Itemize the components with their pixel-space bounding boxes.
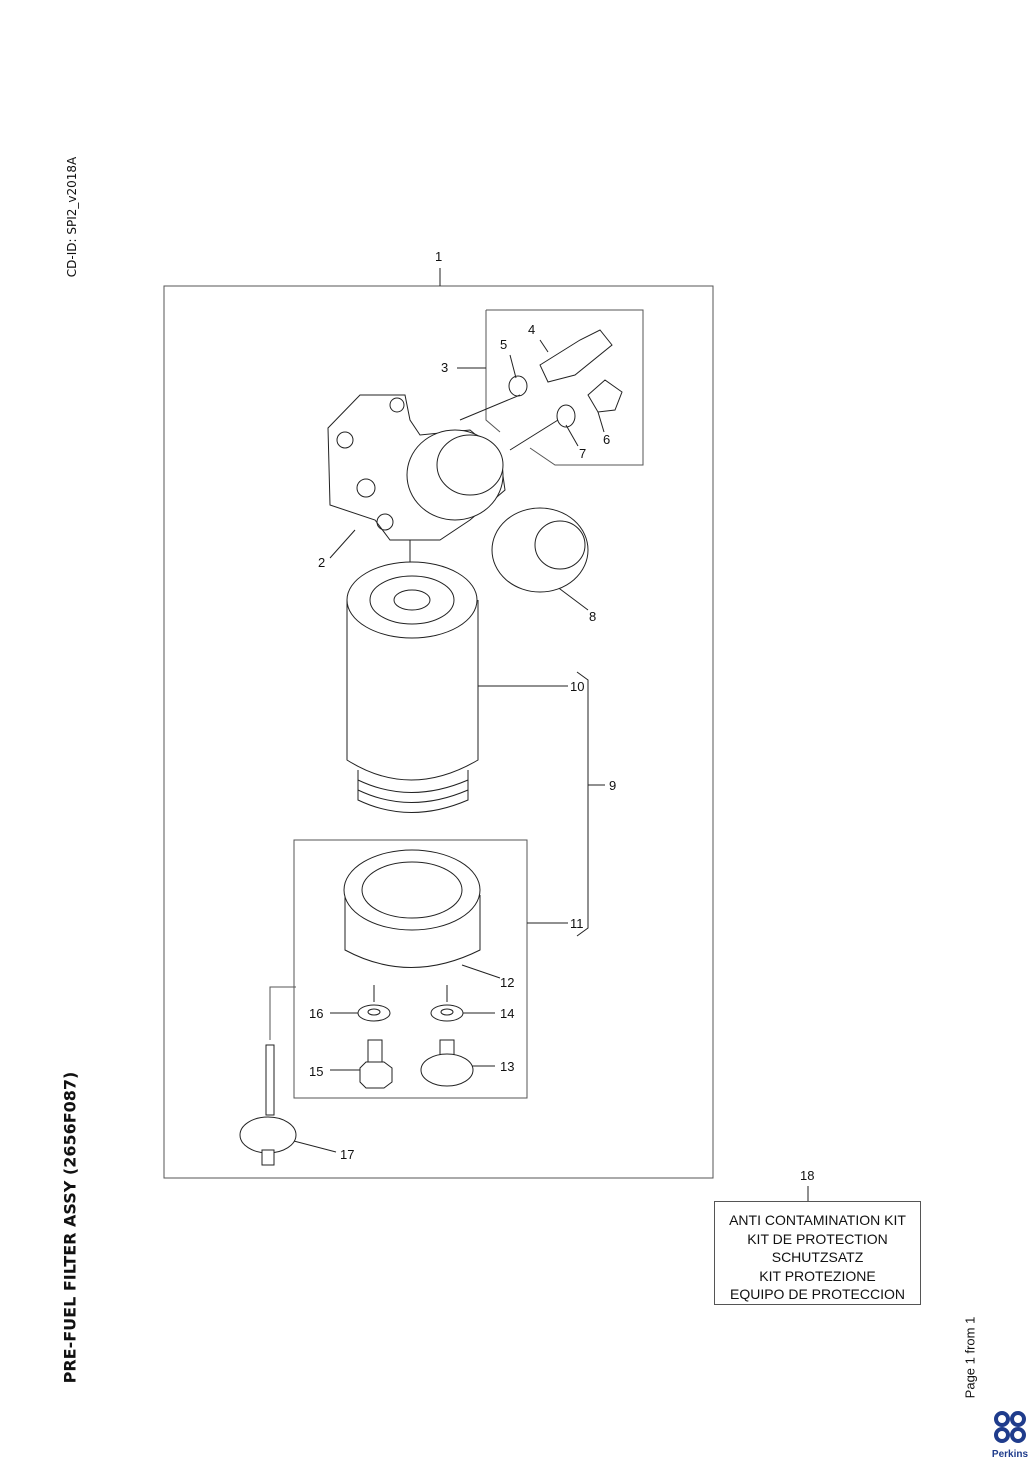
callout-13: 13 <box>500 1059 515 1074</box>
callout-6: 6 <box>603 432 611 447</box>
kit-description-box: ANTI CONTAMINATION KIT KIT DE PROTECTION… <box>714 1201 921 1305</box>
kit-line-fr: KIT DE PROTECTION <box>747 1230 888 1247</box>
callout-3: 3 <box>441 360 449 375</box>
kit-line-it: KIT PROTEZIONE <box>759 1267 876 1284</box>
callout-9: 9 <box>609 778 617 793</box>
callout-16: 16 <box>309 1006 324 1021</box>
callout-17: 17 <box>340 1147 355 1162</box>
callout-5: 5 <box>500 337 508 352</box>
callout-7: 7 <box>579 446 587 461</box>
callout-10: 10 <box>570 679 585 694</box>
kit-line-de: SCHUTZSATZ <box>771 1249 864 1265</box>
callout-18: 18 <box>800 1168 815 1183</box>
perkins-logo: Perkins <box>990 1410 1030 1460</box>
callout-12: 12 <box>500 975 515 990</box>
callout-2: 2 <box>318 555 326 570</box>
callout-14: 14 <box>500 1006 515 1021</box>
brand-name: Perkins <box>991 1449 1029 1460</box>
kit-line-en: ANTI CONTAMINATION KIT <box>729 1212 906 1228</box>
callout-11: 11 <box>570 916 584 931</box>
callout-1: 1 <box>435 249 443 264</box>
callout-4: 4 <box>528 322 536 337</box>
kit-line-es: EQUIPO DE PROTECCION <box>729 1286 906 1302</box>
callout-15: 15 <box>309 1064 324 1079</box>
perkins-emblem-icon <box>994 1411 1026 1443</box>
callout-8: 8 <box>589 609 597 624</box>
